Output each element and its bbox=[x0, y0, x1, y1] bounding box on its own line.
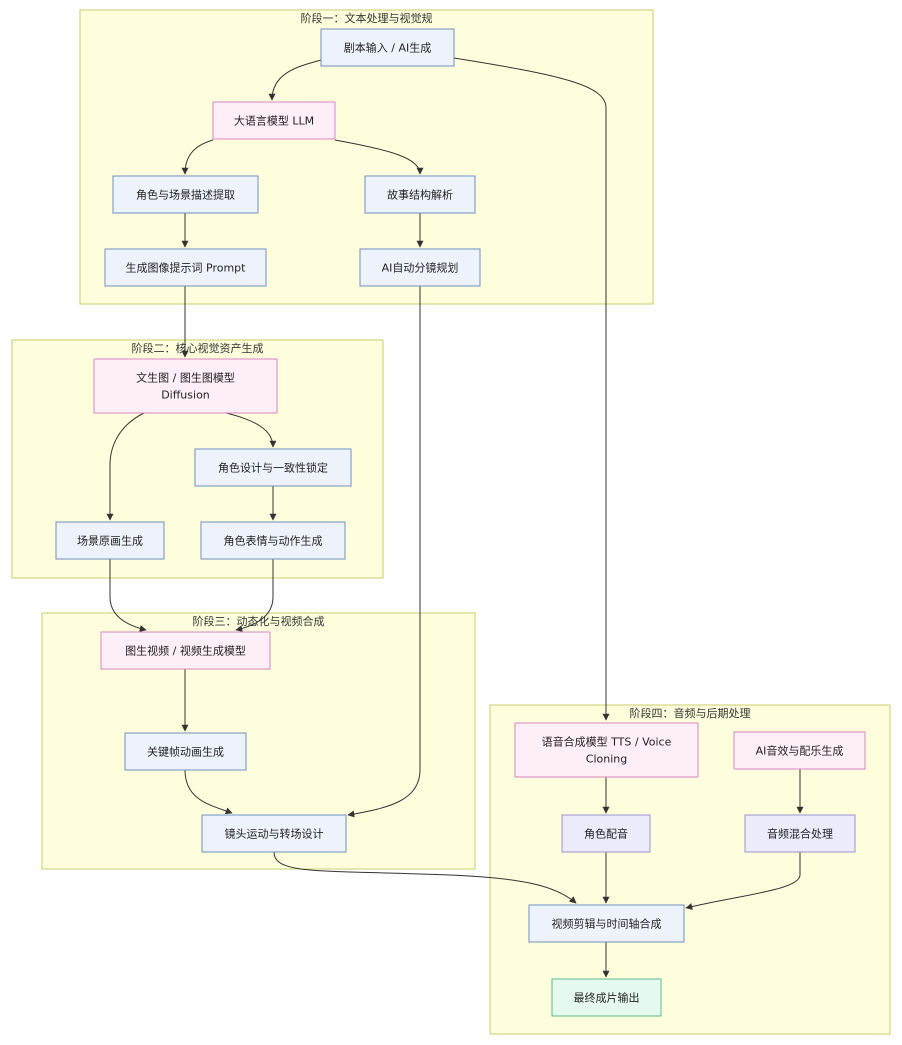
node-box bbox=[320, 28, 455, 67]
node-box bbox=[201, 814, 347, 853]
node-img2vid[interactable]: 图生视频 / 视频生成模型 bbox=[100, 631, 271, 670]
node-label: 镜头运动与转场设计 bbox=[225, 827, 324, 841]
edge-script-to-llm bbox=[268, 59, 322, 101]
node-box bbox=[528, 904, 685, 943]
node-box bbox=[200, 521, 346, 560]
edge-keyframe-to-camera bbox=[184, 769, 233, 815]
node-label: Diffusion bbox=[161, 389, 210, 402]
node-box bbox=[744, 814, 856, 853]
node-diffusion[interactable]: 文生图 / 图生图模型 Diffusion bbox=[93, 358, 278, 414]
node-box bbox=[212, 101, 336, 140]
cluster-title: 阶段一：文本处理与视觉规 bbox=[301, 11, 433, 25]
node-expression[interactable]: 角色表情与动作生成 bbox=[200, 521, 346, 560]
node-box bbox=[55, 521, 165, 560]
node-box bbox=[124, 732, 247, 771]
node-label: 剧本输入 / AI生成 bbox=[344, 41, 431, 55]
node-label: 角色配音 bbox=[584, 827, 628, 841]
node-chardesign[interactable]: 角色设计与一致性锁定 bbox=[194, 448, 352, 487]
node-story[interactable]: 故事结构解析 bbox=[364, 175, 476, 214]
node-label: 角色设计与一致性锁定 bbox=[218, 461, 328, 475]
node-box bbox=[551, 978, 662, 1017]
node-label: 文生图 / 图生图模型 bbox=[136, 371, 235, 385]
node-box bbox=[514, 722, 699, 778]
node-extract[interactable]: 角色与场景描述提取 bbox=[112, 175, 259, 214]
edge-storyboard-to-camera bbox=[347, 286, 421, 818]
node-box bbox=[733, 731, 866, 770]
node-label: 大语言模型 LLM bbox=[234, 114, 314, 128]
node-editing[interactable]: 视频剪辑与时间轴合成 bbox=[528, 904, 685, 943]
node-label: Cloning bbox=[586, 753, 627, 766]
edge-diffusion-to-scene bbox=[106, 412, 145, 521]
node-label: 图生视频 / 视频生成模型 bbox=[125, 644, 246, 658]
edge-camera-to-editing bbox=[273, 851, 577, 904]
node-label: 最终成片输出 bbox=[574, 991, 640, 1005]
node-prompt[interactable]: 生成图像提示词 Prompt bbox=[104, 248, 267, 287]
node-box bbox=[194, 448, 352, 487]
node-label: 语音合成模型 TTS / Voice bbox=[542, 735, 672, 749]
node-box bbox=[359, 248, 481, 287]
node-dubbing[interactable]: 角色配音 bbox=[561, 814, 651, 853]
node-label: 场景原画生成 bbox=[77, 534, 143, 548]
node-box bbox=[364, 175, 476, 214]
edge-diffusion-to-chardesign bbox=[225, 412, 277, 448]
node-label: AI音效与配乐生成 bbox=[756, 744, 844, 758]
edge-mixing-to-editing bbox=[685, 852, 801, 910]
edge-scene-to-img2vid bbox=[109, 559, 147, 632]
node-label: 生成图像提示词 Prompt bbox=[126, 261, 247, 275]
node-label: 音频混合处理 bbox=[767, 827, 833, 841]
node-label: 角色表情与动作生成 bbox=[224, 534, 323, 548]
node-box bbox=[93, 358, 278, 414]
node-sfx[interactable]: AI音效与配乐生成 bbox=[733, 731, 866, 770]
node-scene[interactable]: 场景原画生成 bbox=[55, 521, 165, 560]
node-llm[interactable]: 大语言模型 LLM bbox=[212, 101, 336, 140]
node-script[interactable]: 剧本输入 / AI生成 bbox=[320, 28, 455, 67]
node-box bbox=[561, 814, 651, 853]
node-label: 视频剪辑与时间轴合成 bbox=[552, 917, 662, 931]
node-box bbox=[100, 631, 271, 670]
node-box bbox=[112, 175, 259, 214]
node-label: 角色与场景描述提取 bbox=[136, 188, 235, 202]
node-keyframe[interactable]: 关键帧动画生成 bbox=[124, 732, 247, 771]
node-storyboard[interactable]: AI自动分镜规划 bbox=[359, 248, 481, 287]
edge-script-to-tts bbox=[453, 57, 610, 721]
node-label: 关键帧动画生成 bbox=[147, 745, 224, 759]
node-label: AI自动分镜规划 bbox=[382, 261, 459, 275]
node-mixing[interactable]: 音频混合处理 bbox=[744, 814, 856, 853]
cluster-title: 阶段四：音频与后期处理 bbox=[630, 706, 751, 720]
edge-llm-to-extract bbox=[181, 139, 214, 175]
node-camera[interactable]: 镜头运动与转场设计 bbox=[201, 814, 347, 853]
edge-llm-to-story bbox=[334, 139, 424, 175]
cluster-title: 阶段二：核心视觉资产生成 bbox=[132, 341, 264, 355]
node-final[interactable]: 最终成片输出 bbox=[551, 978, 662, 1017]
node-box bbox=[104, 248, 267, 287]
node-label: 故事结构解析 bbox=[387, 188, 453, 202]
edge-expression-to-img2vid bbox=[235, 559, 274, 633]
